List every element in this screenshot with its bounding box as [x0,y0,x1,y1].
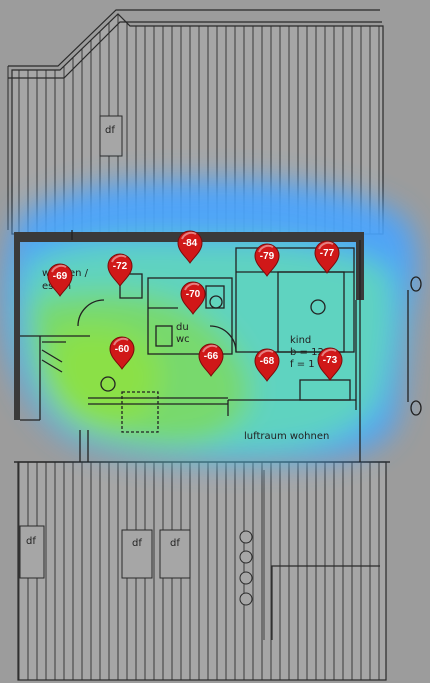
measurement-value: -60 [115,344,130,355]
measurement-pin-m7[interactable]: -60 [109,336,135,370]
df-label-left: df [26,536,36,547]
room-label-kind-b: b = 12 [290,347,324,358]
map-pin-icon [180,281,206,315]
measurement-pin-m4[interactable]: -79 [254,243,280,277]
map-pin-icon [317,347,343,381]
map-pin-icon [109,336,135,370]
measurement-value: -77 [320,248,335,259]
room-label-luftraum: luftraum wohnen [244,431,329,442]
measurement-pins: -69 -72 -84 -79 -77 -70 -60 -66 -68 -73 [47,230,343,382]
measurement-value: -66 [204,351,219,362]
roof-bottom: df df df [14,461,390,681]
measurement-pin-m9[interactable]: -68 [254,348,280,382]
measurement-value: -72 [113,261,128,272]
room-label-wc: wc [176,334,190,345]
measurement-pin-m8[interactable]: -66 [198,343,224,377]
measurement-pin-m6[interactable]: -70 [180,281,206,315]
measurement-pin-m5[interactable]: -77 [314,240,340,274]
measurement-pin-m3[interactable]: -84 [177,230,203,264]
map-pin-icon [254,243,280,277]
df-label-top: df [105,125,115,136]
measurement-pin-m2[interactable]: -72 [107,253,133,287]
map-pin-icon [254,348,280,382]
room-label-kind: kind [290,335,311,346]
measurement-value: -68 [260,356,275,367]
map-pin-icon [198,343,224,377]
measurement-value: -84 [183,238,198,249]
df-label-mid2: df [170,538,180,549]
measurement-value: -73 [323,355,338,366]
measurement-value: -79 [260,251,275,262]
room-label-kind-f: f = 1 [290,359,315,370]
map-pin-icon [47,263,73,297]
measurement-pin-m10[interactable]: -73 [317,347,343,381]
map-pin-icon [107,253,133,287]
room-label-du: du [176,322,189,333]
measurement-value: -70 [186,289,201,300]
measurement-pin-m1[interactable]: -69 [47,263,73,297]
df-label-mid1: df [132,538,142,549]
map-pin-icon [314,240,340,274]
map-pin-icon [177,230,203,264]
measurement-value: -69 [53,271,68,282]
